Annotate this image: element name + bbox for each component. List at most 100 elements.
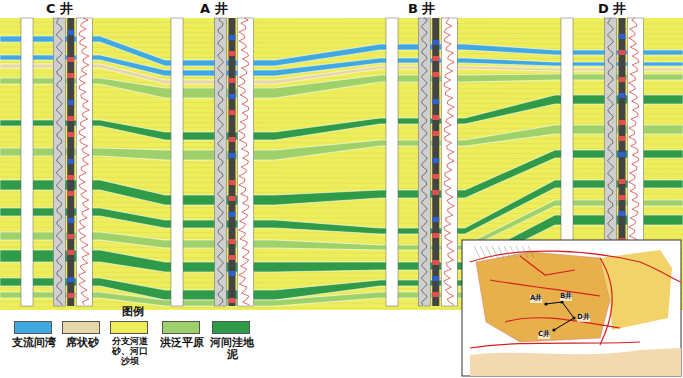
bedding-line	[0, 47, 683, 49]
lithology-mark	[619, 152, 626, 157]
hatch	[522, 246, 528, 258]
bedding-line	[0, 22, 683, 24]
legend-swatch	[162, 321, 200, 334]
lithology-mark	[229, 51, 236, 56]
lithology-mark	[432, 174, 439, 179]
lithology-mark	[432, 292, 439, 297]
log-track	[418, 18, 430, 306]
resistivity-track	[238, 18, 254, 306]
lithology-mark	[67, 57, 74, 62]
map-well-label: C井	[538, 331, 550, 339]
hatch	[474, 246, 480, 258]
lithology-mark	[432, 217, 439, 222]
lithology-mark	[432, 115, 439, 120]
bedding-line	[0, 117, 683, 119]
lithology-mark	[619, 50, 626, 55]
log-curve	[239, 18, 250, 305]
hatch	[504, 246, 510, 258]
section-line	[546, 302, 574, 330]
lithology-mark	[229, 196, 236, 201]
well-dot	[572, 316, 575, 319]
facies-band	[0, 74, 683, 98]
lithology-track	[432, 18, 439, 306]
lithology-mark	[619, 93, 626, 98]
bedding-line	[0, 172, 683, 174]
lithology-mark	[432, 190, 439, 195]
hatch	[492, 246, 498, 258]
well-title: A 井	[200, 2, 228, 16]
lithology-mark	[229, 110, 236, 115]
lithology-mark	[229, 180, 236, 185]
lithology-mark	[67, 159, 74, 164]
lithology-mark	[619, 77, 626, 82]
well-dot	[544, 302, 547, 305]
bedding-line	[0, 107, 683, 109]
fault-line	[470, 251, 681, 282]
log-curve	[444, 18, 455, 305]
fault-line	[505, 318, 620, 328]
lithology-mark	[432, 99, 439, 104]
legend-swatch	[110, 321, 148, 334]
legend-swatch	[62, 321, 100, 334]
lithology-mark	[619, 120, 626, 125]
inset-frame	[462, 240, 681, 376]
legend-swatch	[14, 321, 52, 334]
log-curve	[56, 18, 62, 305]
fault-line	[490, 280, 600, 296]
fan-area	[476, 252, 610, 342]
resistivity-track	[441, 18, 457, 306]
lithology-track	[229, 18, 236, 306]
map-well-label: B井	[560, 293, 572, 301]
legend-label: 席状砂	[60, 337, 104, 349]
lithology-mark	[229, 35, 236, 40]
facies-band	[0, 36, 683, 66]
well-title: D 井	[598, 2, 626, 16]
map-well-label: D井	[577, 314, 590, 322]
legend-swatch	[212, 321, 250, 334]
lithology-mark	[67, 116, 74, 121]
lithology-mark	[432, 233, 439, 238]
hatch	[486, 246, 492, 258]
fan-area	[600, 250, 672, 330]
facies-band	[0, 150, 683, 205]
lithology-mark	[432, 260, 439, 265]
bedding-line	[0, 162, 683, 164]
well-dot	[552, 328, 555, 331]
lithology-mark	[67, 293, 74, 298]
lithology-mark	[619, 136, 626, 141]
lithology-mark	[432, 158, 439, 163]
lithology-mark	[432, 276, 439, 281]
depth-track	[386, 18, 398, 306]
inset-map	[462, 240, 681, 376]
lithology-mark	[229, 255, 236, 260]
bedding-line	[0, 32, 683, 34]
hatch	[516, 246, 522, 258]
log-track	[215, 18, 227, 306]
lithology-mark	[619, 211, 626, 216]
lithology-mark	[619, 179, 626, 184]
lithology-mark	[67, 132, 74, 137]
lithology-mark	[432, 72, 439, 77]
lithology-mark	[67, 218, 74, 223]
lithology-mark	[67, 250, 74, 255]
depth-track	[21, 18, 33, 306]
lithology-mark	[229, 271, 236, 276]
resistivity-track	[76, 18, 92, 306]
hatch	[498, 246, 504, 258]
bedding-line	[0, 137, 683, 139]
lithology-mark	[67, 191, 74, 196]
lithology-mark	[432, 131, 439, 136]
lithology-track	[67, 18, 74, 306]
facies-band	[0, 180, 683, 234]
lithology-mark	[67, 277, 74, 282]
lithology-mark	[229, 212, 236, 217]
hatch	[510, 246, 516, 258]
well-title: C 井	[46, 2, 73, 16]
log-curve	[78, 18, 89, 305]
lithology-mark	[67, 234, 74, 239]
lithology-mark	[229, 78, 236, 83]
bedding-line	[0, 92, 683, 94]
log-curve	[218, 18, 224, 305]
lithology-mark	[229, 153, 236, 158]
